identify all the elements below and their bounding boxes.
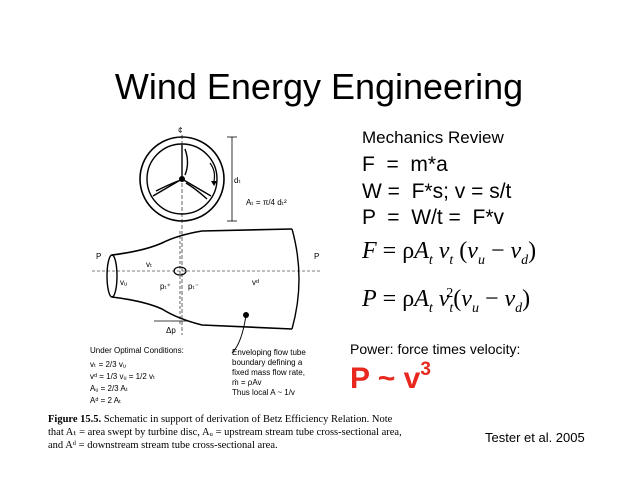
caption-label: Figure 15.5.	[48, 414, 102, 425]
equation-work: W = F*s; v = s/t	[362, 180, 512, 203]
equation-power: P = W/t = F*v	[362, 206, 504, 229]
review-heading: Mechanics Review	[362, 128, 504, 147]
diameter-label: dₜ	[234, 176, 241, 185]
formula-power-betz: P = ρAt vt2(vu − vd)	[362, 286, 531, 316]
caption-line: and Aᵈ = downstream stream tube cross-se…	[48, 440, 278, 451]
area-formula: Aₜ = π/4 dₜ²	[246, 198, 287, 207]
dp-label: Δp	[166, 326, 176, 335]
pressure-right-label: P	[314, 252, 319, 261]
optimal-line: Aᵤ = 2/3 Aₜ	[90, 384, 128, 393]
betz-schematic: ¢ dₜ Aₜ = π/4 dₜ² P P vₜ vᵤ vᵈ pₜ⁺ pₜ⁻ Δ…	[90, 126, 322, 405]
caption-line: Schematic in support of derivation of Be…	[103, 414, 393, 425]
rotation-arrow-icon	[209, 162, 216, 182]
power-law: P ~ v3	[350, 359, 431, 396]
envelope-line: boundary defining a	[232, 358, 303, 367]
figure-caption: Figure 15.5. Schematic in support of der…	[48, 413, 418, 452]
power-caption: Power: force times velocity:	[350, 341, 521, 357]
centerline-label: ¢	[178, 126, 182, 135]
envelope-line: ṁ = ρAv	[232, 378, 262, 387]
pt-minus-label: pₜ⁻	[188, 282, 199, 291]
stream-tube-lower	[111, 296, 293, 330]
power-law-exponent: 3	[420, 359, 431, 380]
power-law-base: P ~ v	[350, 362, 421, 395]
pressure-left-label: P	[96, 252, 101, 261]
envelope-line: Thus local A ~ 1/v	[232, 388, 295, 397]
optimal-line: vᵈ = 1/3 vᵤ = 1/2 vₜ	[90, 372, 155, 381]
vd-label: vᵈ	[252, 278, 259, 287]
vu-label: vᵤ	[120, 278, 127, 287]
optimal-line: Aᵈ = 2 Aₜ	[90, 396, 121, 405]
envelope-line: Enveloping flow tube	[232, 348, 306, 357]
envelope-leader	[231, 314, 247, 354]
tube-right-end	[291, 228, 300, 330]
caption-line: that Aₜ = area swept by turbine disc, Aᵤ…	[48, 427, 402, 438]
citation: Tester et al. 2005	[485, 430, 585, 445]
slide-title: Wind Energy Engineering	[114, 66, 524, 107]
envelope-line: fixed mass flow rate,	[232, 368, 305, 377]
stream-tube-upper	[111, 228, 293, 256]
tube-left-end	[106, 254, 118, 298]
rotation-arrowhead-icon	[211, 181, 217, 186]
vt-label: vₜ	[146, 260, 152, 269]
optimal-heading: Under Optimal Conditions:	[90, 346, 184, 355]
equation-force: F = m*a	[362, 153, 448, 176]
pt-plus-label: pₜ⁺	[160, 282, 171, 291]
optimal-line: vₜ = 2/3 vᵤ	[90, 360, 126, 369]
formula-force-betz: F = ρAt vt (vu − vd)	[362, 238, 537, 268]
